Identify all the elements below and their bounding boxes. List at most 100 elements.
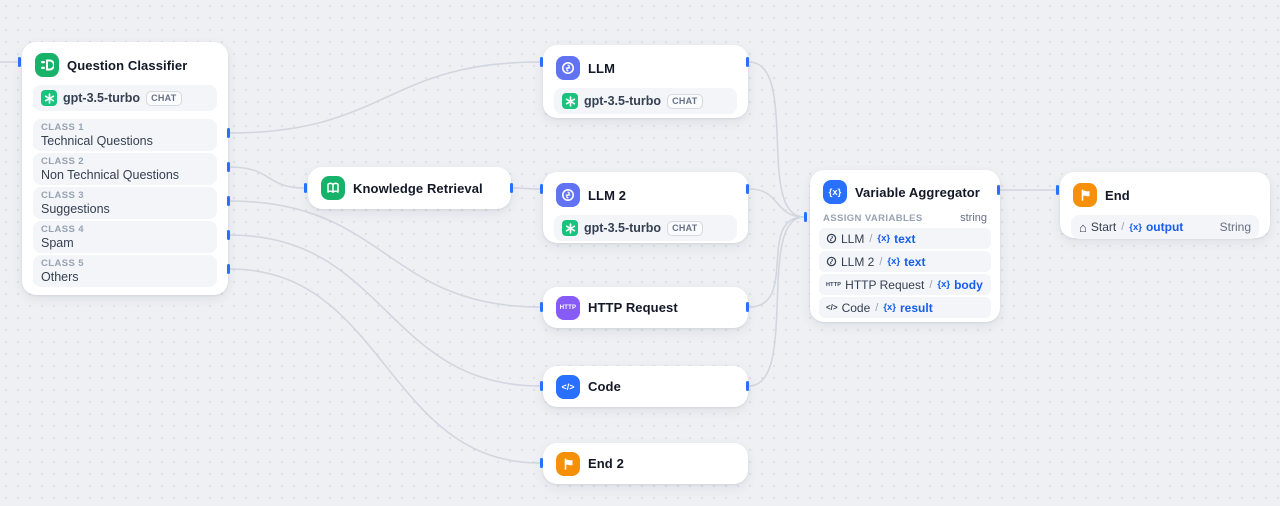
handle-aggregator-out[interactable]	[997, 185, 1000, 195]
class-name: Technical Questions	[41, 134, 153, 148]
variable-row-llm2[interactable]: LLM 2 / {x} text	[819, 251, 991, 272]
handle-class4-out[interactable]	[227, 230, 230, 240]
class-name: Suggestions	[41, 202, 110, 216]
class-item-2[interactable]: CLASS 2 Non Technical Questions	[33, 153, 217, 185]
handle-class5-out[interactable]	[227, 264, 230, 274]
variable-name: output	[1145, 220, 1184, 234]
variable-icon: {x}	[877, 233, 891, 244]
variable-name: text	[894, 231, 916, 246]
source-node-name: LLM 2	[841, 254, 875, 269]
class-name: Spam	[41, 236, 74, 250]
node-title: End 2	[588, 456, 624, 471]
edge-class5-to-end2	[229, 268, 541, 464]
node-title: Question Classifier	[67, 57, 188, 73]
openai-icon	[41, 90, 57, 106]
node-variable-aggregator[interactable]: {x} Variable Aggregator ASSIGN VARIABLES…	[810, 170, 1000, 322]
model-selector[interactable]: gpt-3.5-turbo CHAT	[554, 215, 737, 241]
class-label: CLASS 3	[41, 190, 84, 201]
llm-icon	[556, 183, 580, 207]
openai-icon	[562, 220, 578, 236]
model-selector[interactable]: gpt-3.5-turbo CHAT	[554, 88, 737, 114]
class-name: Non Technical Questions	[41, 168, 180, 182]
http-mini-icon: HTTP	[826, 281, 842, 288]
class-item-4[interactable]: CLASS 4 Spam	[33, 221, 217, 253]
variable-aggregator-icon: {x}	[823, 180, 847, 204]
node-title: Code	[588, 379, 621, 394]
handle-code-in[interactable]	[540, 381, 543, 391]
handle-end2-in[interactable]	[540, 458, 543, 468]
handle-knowledge-out[interactable]	[510, 183, 513, 193]
handle-llm2-out[interactable]	[746, 184, 749, 194]
node-end-2[interactable]: End 2	[543, 443, 748, 484]
variable-icon: {x}	[883, 302, 897, 313]
variable-icon: {x}	[1129, 221, 1142, 233]
variable-icon-label: {x}	[828, 186, 842, 198]
node-question-classifier[interactable]: Question Classifier gpt-3.5-turbo CHAT C…	[22, 42, 228, 295]
class-item-5[interactable]: CLASS 5 Others	[33, 255, 217, 287]
model-mode-badge: CHAT	[146, 90, 182, 106]
openai-icon	[562, 93, 578, 109]
class-label: CLASS 1	[41, 122, 84, 133]
handle-llm2-in[interactable]	[540, 184, 543, 194]
model-selector[interactable]: gpt-3.5-turbo CHAT	[33, 85, 217, 111]
node-title: LLM 2	[588, 187, 627, 203]
variable-type: String	[1219, 220, 1251, 234]
node-end[interactable]: End ⌂ Start / {x} output String	[1060, 172, 1270, 239]
node-http-request[interactable]: HTTP HTTP Request	[543, 287, 748, 328]
source-node-name: HTTP Request	[845, 277, 925, 292]
variable-name: text	[904, 254, 926, 269]
end-flag-icon	[556, 451, 580, 476]
model-name: gpt-3.5-turbo	[63, 91, 141, 105]
end-flag-icon	[1073, 183, 1097, 207]
handle-aggregator-in[interactable]	[804, 212, 807, 222]
handle-class1-out[interactable]	[227, 128, 230, 138]
node-knowledge-retrieval[interactable]: Knowledge Retrieval	[308, 167, 511, 209]
class-label: CLASS 5	[41, 258, 84, 269]
model-mode-badge: CHAT	[667, 220, 703, 236]
edge-class4-to-code	[229, 234, 541, 387]
handle-knowledge-in[interactable]	[304, 183, 307, 193]
variable-icon: {x}	[887, 256, 901, 267]
source-node-name: LLM	[841, 231, 865, 246]
node-title: HTTP Request	[588, 300, 678, 315]
node-llm-2[interactable]: LLM 2 gpt-3.5-turbo CHAT	[543, 172, 748, 243]
llm-mini-icon	[826, 256, 837, 267]
class-label: CLASS 4	[41, 224, 84, 235]
variable-row-http[interactable]: HTTP HTTP Request / {x} body	[819, 274, 991, 295]
variable-name: result	[900, 300, 933, 315]
source-node-name: Start	[1090, 220, 1117, 234]
knowledge-retrieval-icon	[321, 176, 345, 200]
handle-code-out[interactable]	[746, 381, 749, 391]
variable-icon: {x}	[937, 279, 951, 290]
question-classifier-icon	[35, 53, 59, 77]
handle-llm-out[interactable]	[746, 57, 749, 67]
llm-icon	[556, 56, 580, 80]
code-mini-icon: </>	[826, 303, 838, 312]
handle-llm-in[interactable]	[540, 57, 543, 67]
handle-end-in[interactable]	[1056, 185, 1059, 195]
variable-row-llm[interactable]: LLM / {x} text	[819, 228, 991, 249]
variable-row-code[interactable]: </> Code / {x} result	[819, 297, 991, 318]
source-node-name: Code	[841, 300, 871, 315]
start-home-icon: ⌂	[1079, 219, 1087, 235]
class-item-3[interactable]: CLASS 3 Suggestions	[33, 187, 217, 219]
node-title: LLM	[588, 60, 616, 76]
handle-classifier-in[interactable]	[18, 57, 21, 67]
handle-class2-out[interactable]	[227, 162, 230, 172]
class-item-1[interactable]: CLASS 1 Technical Questions	[33, 119, 217, 151]
node-code[interactable]: </> Code	[543, 366, 748, 407]
handle-class3-out[interactable]	[227, 196, 230, 206]
variable-name: body	[954, 277, 983, 292]
llm-mini-icon	[826, 233, 837, 244]
handle-http-in[interactable]	[540, 302, 543, 312]
handle-http-out[interactable]	[746, 302, 749, 312]
node-llm[interactable]: LLM gpt-3.5-turbo CHAT	[543, 45, 748, 118]
edge-knowledge-to-llm2	[512, 187, 541, 190]
http-request-icon: HTTP	[556, 295, 580, 320]
end-output-row[interactable]: ⌂ Start / {x} output String	[1071, 215, 1259, 239]
node-title: Variable Aggregator	[855, 184, 980, 200]
class-label: CLASS 2	[41, 156, 84, 167]
separator: /	[879, 255, 883, 268]
edge-http-to-aggregator	[748, 216, 805, 308]
